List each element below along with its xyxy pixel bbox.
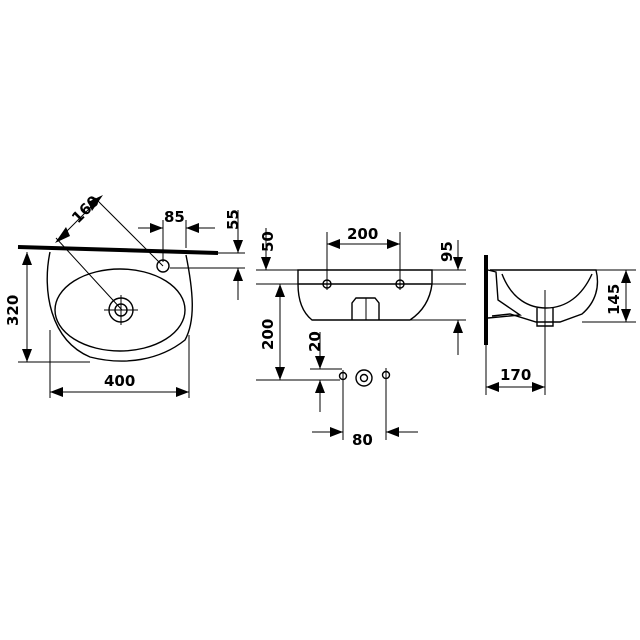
dim-55-label: 55: [224, 209, 242, 230]
dim-200-top-arrow-b: [387, 239, 400, 249]
fitting-center-outer-icon: [355, 369, 373, 387]
wall-line: [17, 245, 219, 255]
dim-95-label: 95: [438, 241, 456, 262]
dim-200-vert-arrow-a: [275, 284, 285, 297]
side-bracket: [487, 269, 522, 319]
dim-200-vert-arrow-b: [275, 367, 285, 380]
dim-20-arrow-a: [315, 356, 325, 369]
dim-20-arrow-b: [315, 380, 325, 393]
basin-outline: [46, 251, 193, 362]
basin-bowl: [54, 268, 186, 352]
dim-145-arrow-b: [621, 309, 631, 322]
dim-50-label: 50: [259, 231, 277, 252]
dim-160-arrow-b: [88, 195, 103, 211]
dim-400-arrow-b: [176, 387, 189, 397]
dim-160-arrow-a: [55, 227, 70, 243]
dim-95-arrow-a: [453, 257, 463, 270]
dim-55-arrow-a: [233, 240, 243, 253]
dim-170-arrow-a: [486, 382, 499, 392]
dim-200-top-arrow-a: [327, 239, 340, 249]
dim-80-arrow-a: [330, 427, 343, 437]
dim-85-arrow-a: [150, 223, 163, 233]
dim-160-label: 160: [68, 192, 103, 227]
top-view: 160 85 55 320 400: [4, 192, 245, 398]
dim-95-arrow-b: [453, 320, 463, 333]
diagonal-center-line: [55, 237, 123, 311]
dim-50-arrow-a: [261, 257, 271, 270]
side-basin-outline: [490, 269, 599, 323]
side-basin-bowl: [501, 273, 593, 309]
dim-170-label: 170: [500, 366, 531, 384]
dim-200-vert-label: 200: [259, 319, 277, 350]
dim-320-label: 320: [4, 295, 22, 326]
front-view: 200 50 200 95 20: [256, 225, 466, 449]
diagonal-center-line-2: [94, 197, 164, 267]
dim-145-label: 145: [605, 284, 623, 315]
dim-145-arrow-a: [621, 270, 631, 283]
dim-320-arrow-b: [22, 349, 32, 362]
dim-320-arrow-a: [22, 252, 32, 265]
dim-200-top-label: 200: [347, 225, 378, 243]
dim-85-label: 85: [164, 208, 185, 226]
dim-400-arrow-a: [50, 387, 63, 397]
dim-55-arrow-b: [233, 268, 243, 281]
fitting-center-inner-icon: [359, 373, 369, 383]
basin-front-outline: [297, 269, 433, 321]
dim-400-label: 400: [104, 372, 135, 390]
dim-20-label: 20: [306, 331, 324, 352]
side-view: 145 170: [484, 255, 636, 395]
dim-80-label: 80: [352, 431, 373, 449]
dim-85-arrow-b: [186, 223, 199, 233]
dim-80-arrow-b: [386, 427, 399, 437]
dim-170-arrow-b: [532, 382, 545, 392]
